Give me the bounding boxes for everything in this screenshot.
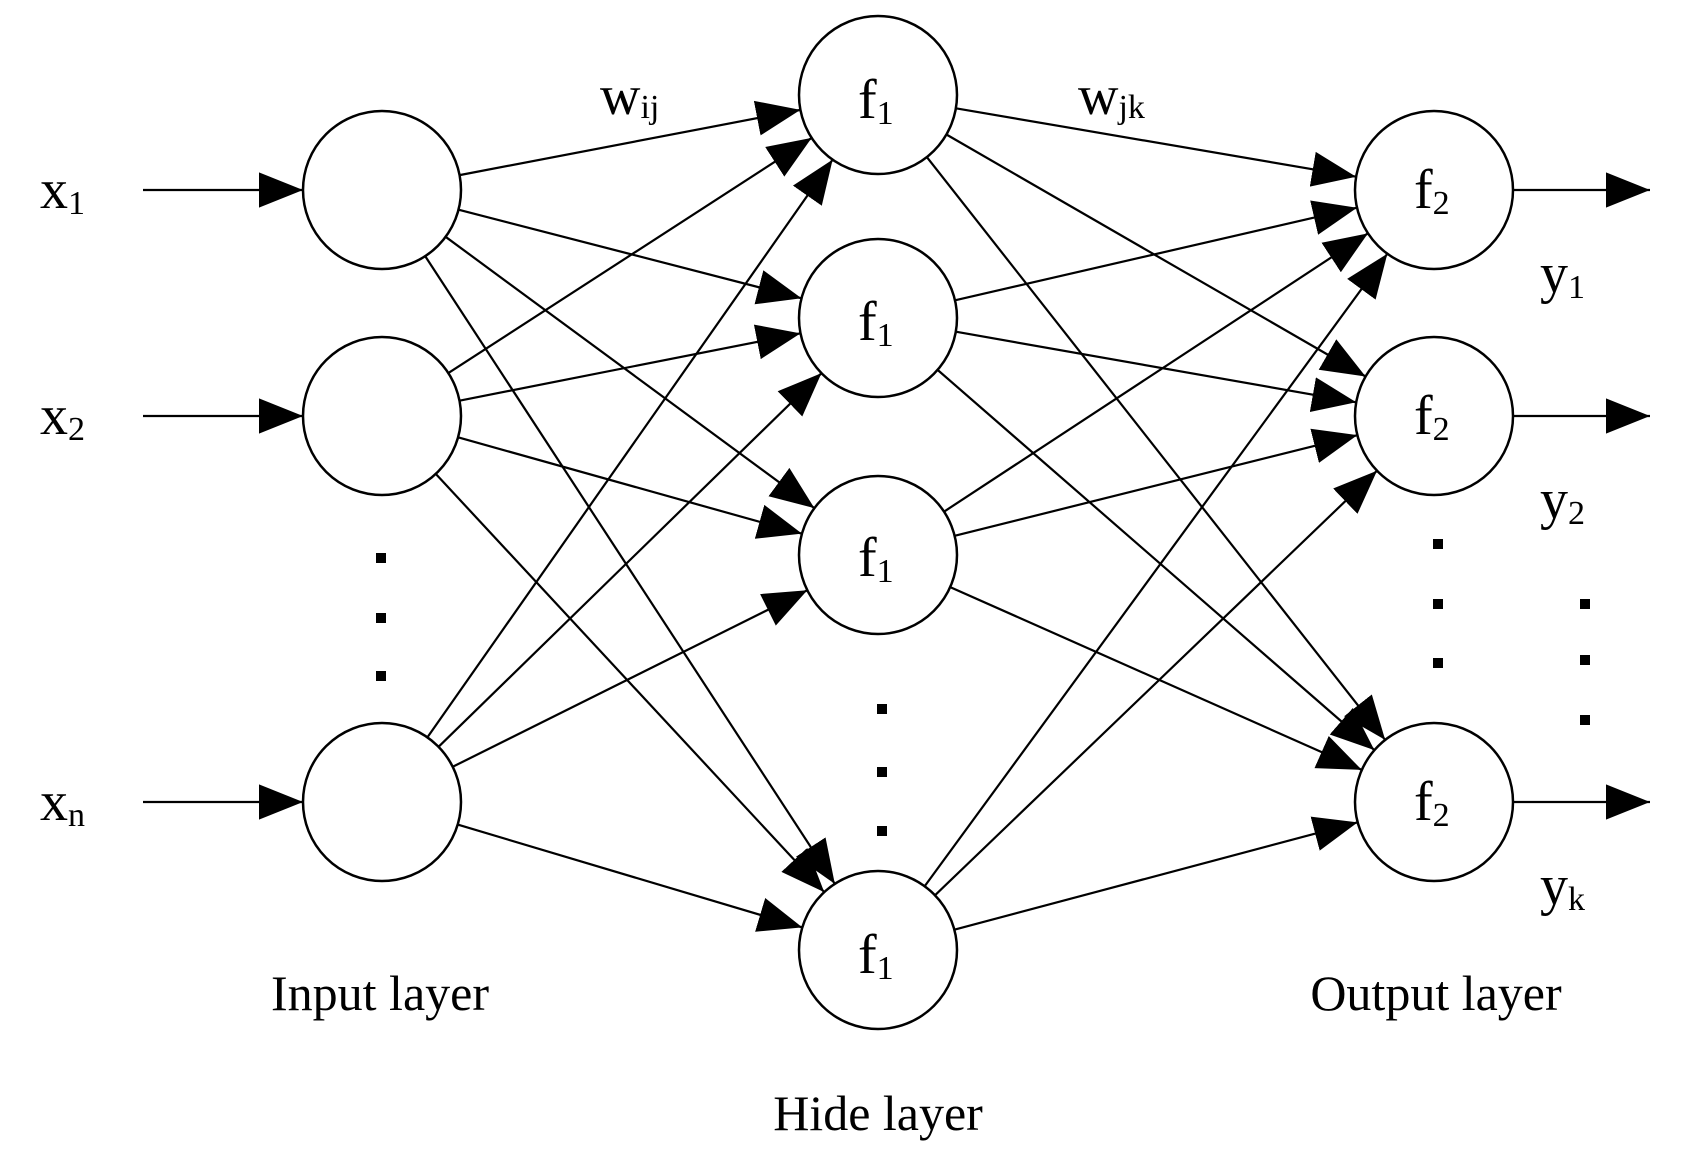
input-label-xn: xn (40, 771, 85, 834)
output-node-labels: f2 f2 f2 (1414, 159, 1450, 834)
hidden-output-connection (945, 133, 1367, 378)
hidden-node-label: f1 (858, 527, 894, 590)
hidden-layer-caption: Hide layer (773, 1085, 983, 1141)
hidden-node (797, 237, 959, 399)
output-ellipsis-dot (1433, 658, 1443, 668)
hidden-output-connection (936, 369, 1376, 751)
hidden-output-connection (943, 232, 1369, 513)
output-node (1353, 109, 1515, 271)
input-hidden-connection (459, 324, 801, 402)
hidden-output-connection (949, 586, 1363, 771)
input-hidden-connection (457, 823, 803, 932)
hidden-node (797, 14, 959, 176)
connections (143, 100, 1650, 932)
hidden-output-connection (925, 156, 1387, 741)
input-hidden-connection (457, 436, 803, 539)
input-label-x2: x2 (40, 385, 85, 448)
input-hidden-connection (458, 208, 802, 305)
output-node (1353, 335, 1515, 497)
output-ellipsis-dot (1433, 599, 1443, 609)
output-label-y2: y2 (1540, 469, 1585, 532)
hidden-output-connection (955, 107, 1357, 187)
hidden-output-connection (923, 253, 1389, 887)
input-node (301, 109, 463, 271)
hidden-node-label: f1 (858, 69, 894, 132)
ellipsis-dots (376, 539, 1590, 836)
weight-label-wjk: wjk (1078, 65, 1145, 127)
output-layer-caption: Output layer (1310, 965, 1562, 1021)
weight-label-wij: wij (600, 65, 659, 127)
input-hidden-connection (426, 159, 834, 738)
input-layer-caption: Input layer (271, 965, 489, 1021)
input-ellipsis-dot (376, 613, 386, 623)
hidden-node (797, 474, 959, 636)
hidden-ellipsis-dot (877, 704, 887, 714)
output-ellipsis-dot (1433, 539, 1443, 549)
output-node-label: f2 (1414, 385, 1450, 448)
input-labels: x1 x2 xn (40, 159, 85, 834)
input-hidden-connection (452, 589, 808, 768)
input-hidden-connection (424, 255, 836, 885)
hidden-output-connection (934, 469, 1378, 897)
hidden-node-label: f1 (858, 291, 894, 354)
hidden-node (797, 869, 959, 1031)
input-node (301, 721, 463, 883)
input-hidden-connection (434, 473, 826, 893)
hidden-output-connection (954, 200, 1358, 302)
output-node (1353, 721, 1515, 883)
hidden-node-labels: f1 f1 f1 f1 (858, 69, 894, 987)
input-label-x1: x1 (40, 159, 85, 222)
input-hidden-connection (447, 136, 813, 375)
hidden-output-connection (955, 330, 1357, 412)
output-labels: y1 y2 yk (1540, 243, 1585, 918)
output-label-ellipsis-dot (1580, 715, 1590, 725)
nodes (301, 14, 1515, 1031)
output-label-yk: yk (1540, 855, 1585, 918)
hidden-output-connection (954, 816, 1358, 931)
output-label-y1: y1 (1540, 243, 1585, 306)
input-hidden-connection (459, 100, 801, 177)
output-node-label: f2 (1414, 771, 1450, 834)
input-ellipsis-dot (376, 553, 386, 563)
input-hidden-connection (444, 235, 816, 510)
hidden-ellipsis-dot (877, 767, 887, 777)
input-hidden-connection (437, 372, 823, 748)
output-node-label: f2 (1414, 159, 1450, 222)
hidden-output-connection (954, 428, 1358, 537)
output-label-ellipsis-dot (1580, 599, 1590, 609)
hidden-ellipsis-dot (877, 826, 887, 836)
hidden-node-label: f1 (858, 924, 894, 987)
input-node (301, 335, 463, 497)
output-label-ellipsis-dot (1580, 655, 1590, 665)
input-ellipsis-dot (376, 671, 386, 681)
